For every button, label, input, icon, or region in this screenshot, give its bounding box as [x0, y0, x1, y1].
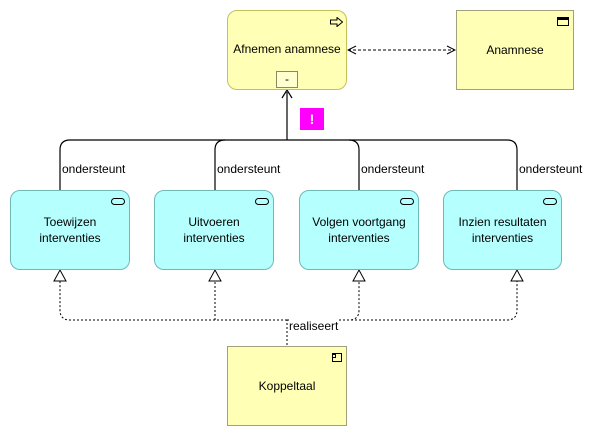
service-label: Volgen voortgang interventies: [312, 215, 406, 245]
toewijzen-interventies-service[interactable]: Toewijzen interventies: [10, 190, 130, 270]
uitvoeren-interventies-service[interactable]: Uitvoeren interventies: [154, 190, 274, 270]
realization-arrowheads: [53, 268, 524, 282]
object-label: Anamnese: [486, 43, 544, 57]
serving-line-volgen: [348, 139, 360, 190]
realization-relations[interactable]: [59, 281, 518, 345]
realization-line-volgen: [287, 281, 360, 321]
koppeltaal-component[interactable]: Koppeltaal: [227, 346, 347, 426]
triangle-inzien: [510, 268, 524, 282]
service-label: Inzien resultaten interventies: [458, 215, 547, 245]
anamnese-business-object[interactable]: Anamnese: [456, 10, 574, 90]
service-icon: [543, 198, 557, 205]
serving-relations[interactable]: [59, 92, 518, 190]
serving-label-1: ondersteunt: [62, 162, 126, 176]
process-arrow-icon: [330, 17, 343, 27]
component-icon: [332, 353, 342, 362]
volgen-voortgang-service[interactable]: Volgen voortgang interventies: [299, 190, 419, 270]
component-label: Koppeltaal: [258, 379, 316, 393]
service-icon: [255, 198, 269, 205]
serving-line-inzien: [287, 139, 518, 190]
business-object-icon: [557, 17, 569, 26]
service-label: Toewijzen interventies: [39, 215, 101, 245]
service-icon: [400, 198, 414, 205]
realization-label: realiseert: [289, 319, 339, 333]
warning-badge[interactable]: !: [300, 108, 324, 130]
process-label: Afnemen anamnese: [233, 42, 341, 56]
service-icon: [111, 198, 125, 205]
triangle-volgen: [352, 268, 366, 282]
realization-line-toewijzen: [59, 281, 287, 321]
realization-line-inzien: [287, 281, 518, 321]
serving-label-2: ondersteunt: [217, 162, 281, 176]
triangle-uitvoeren: [208, 268, 222, 282]
serving-label-4: ondersteunt: [519, 162, 583, 176]
collapse-toggle[interactable]: -: [276, 71, 298, 88]
triangle-toewijzen: [53, 268, 67, 282]
serving-line-uitvoeren: [214, 139, 226, 190]
serving-label-3: ondersteunt: [361, 162, 425, 176]
serving-line-toewijzen: [59, 139, 287, 190]
serving-arrowhead: [281, 88, 293, 99]
inzien-resultaten-service[interactable]: Inzien resultaten interventies: [443, 190, 562, 270]
service-label: Uitvoeren interventies: [183, 215, 245, 245]
